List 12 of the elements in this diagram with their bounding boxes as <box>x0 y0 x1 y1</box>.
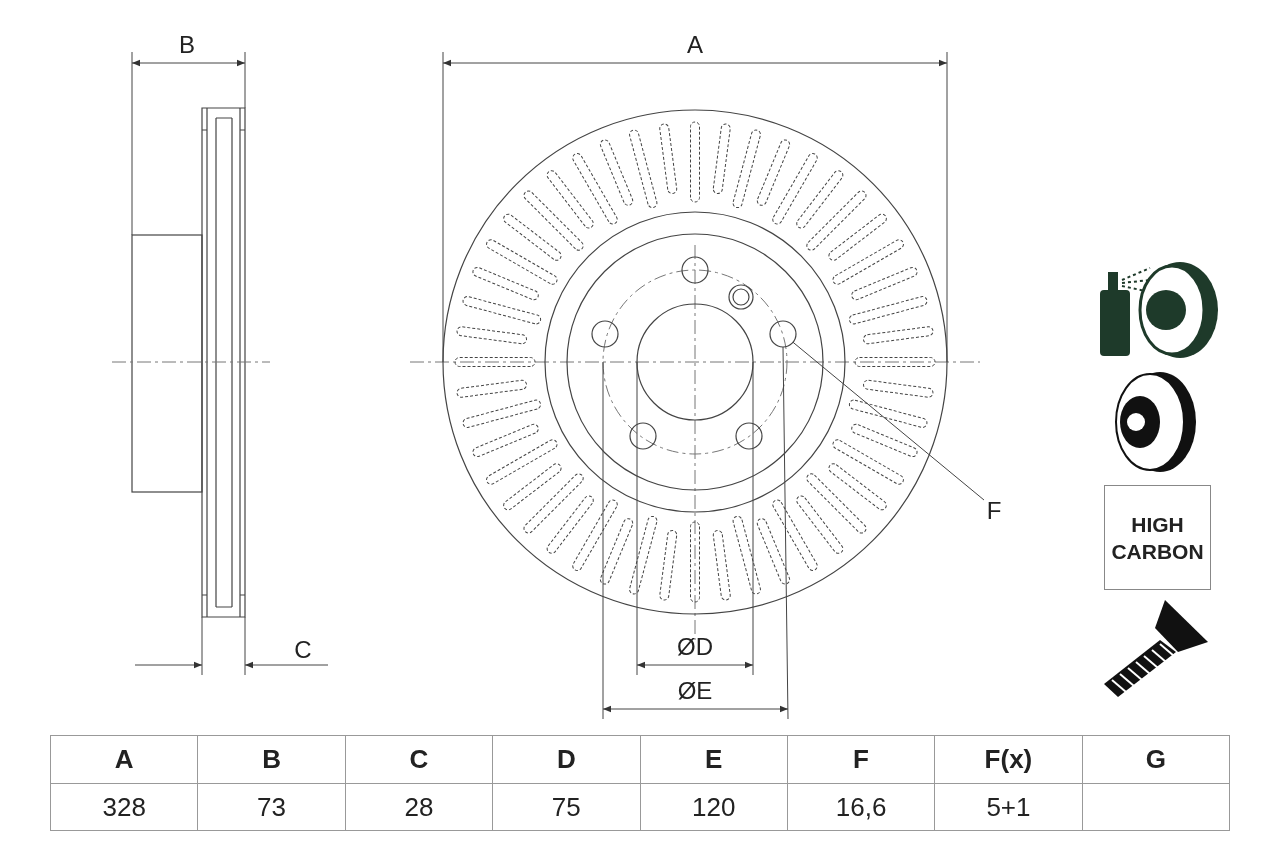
column-header: G <box>1081 735 1230 784</box>
dimension-letter: ØD <box>676 633 714 661</box>
dimension-letter: B <box>178 31 196 59</box>
marking-box: HIGH CARBON <box>1104 485 1211 590</box>
callout-letter: F <box>983 497 1005 527</box>
dimension-letter: A <box>686 31 704 59</box>
column-header: A <box>50 735 199 784</box>
leader-line <box>792 341 985 501</box>
dimension-letter: ØE <box>676 677 714 705</box>
bolt-hole <box>769 320 797 348</box>
dimension-letter: C <box>293 636 313 664</box>
table-value: 328 <box>50 783 199 831</box>
